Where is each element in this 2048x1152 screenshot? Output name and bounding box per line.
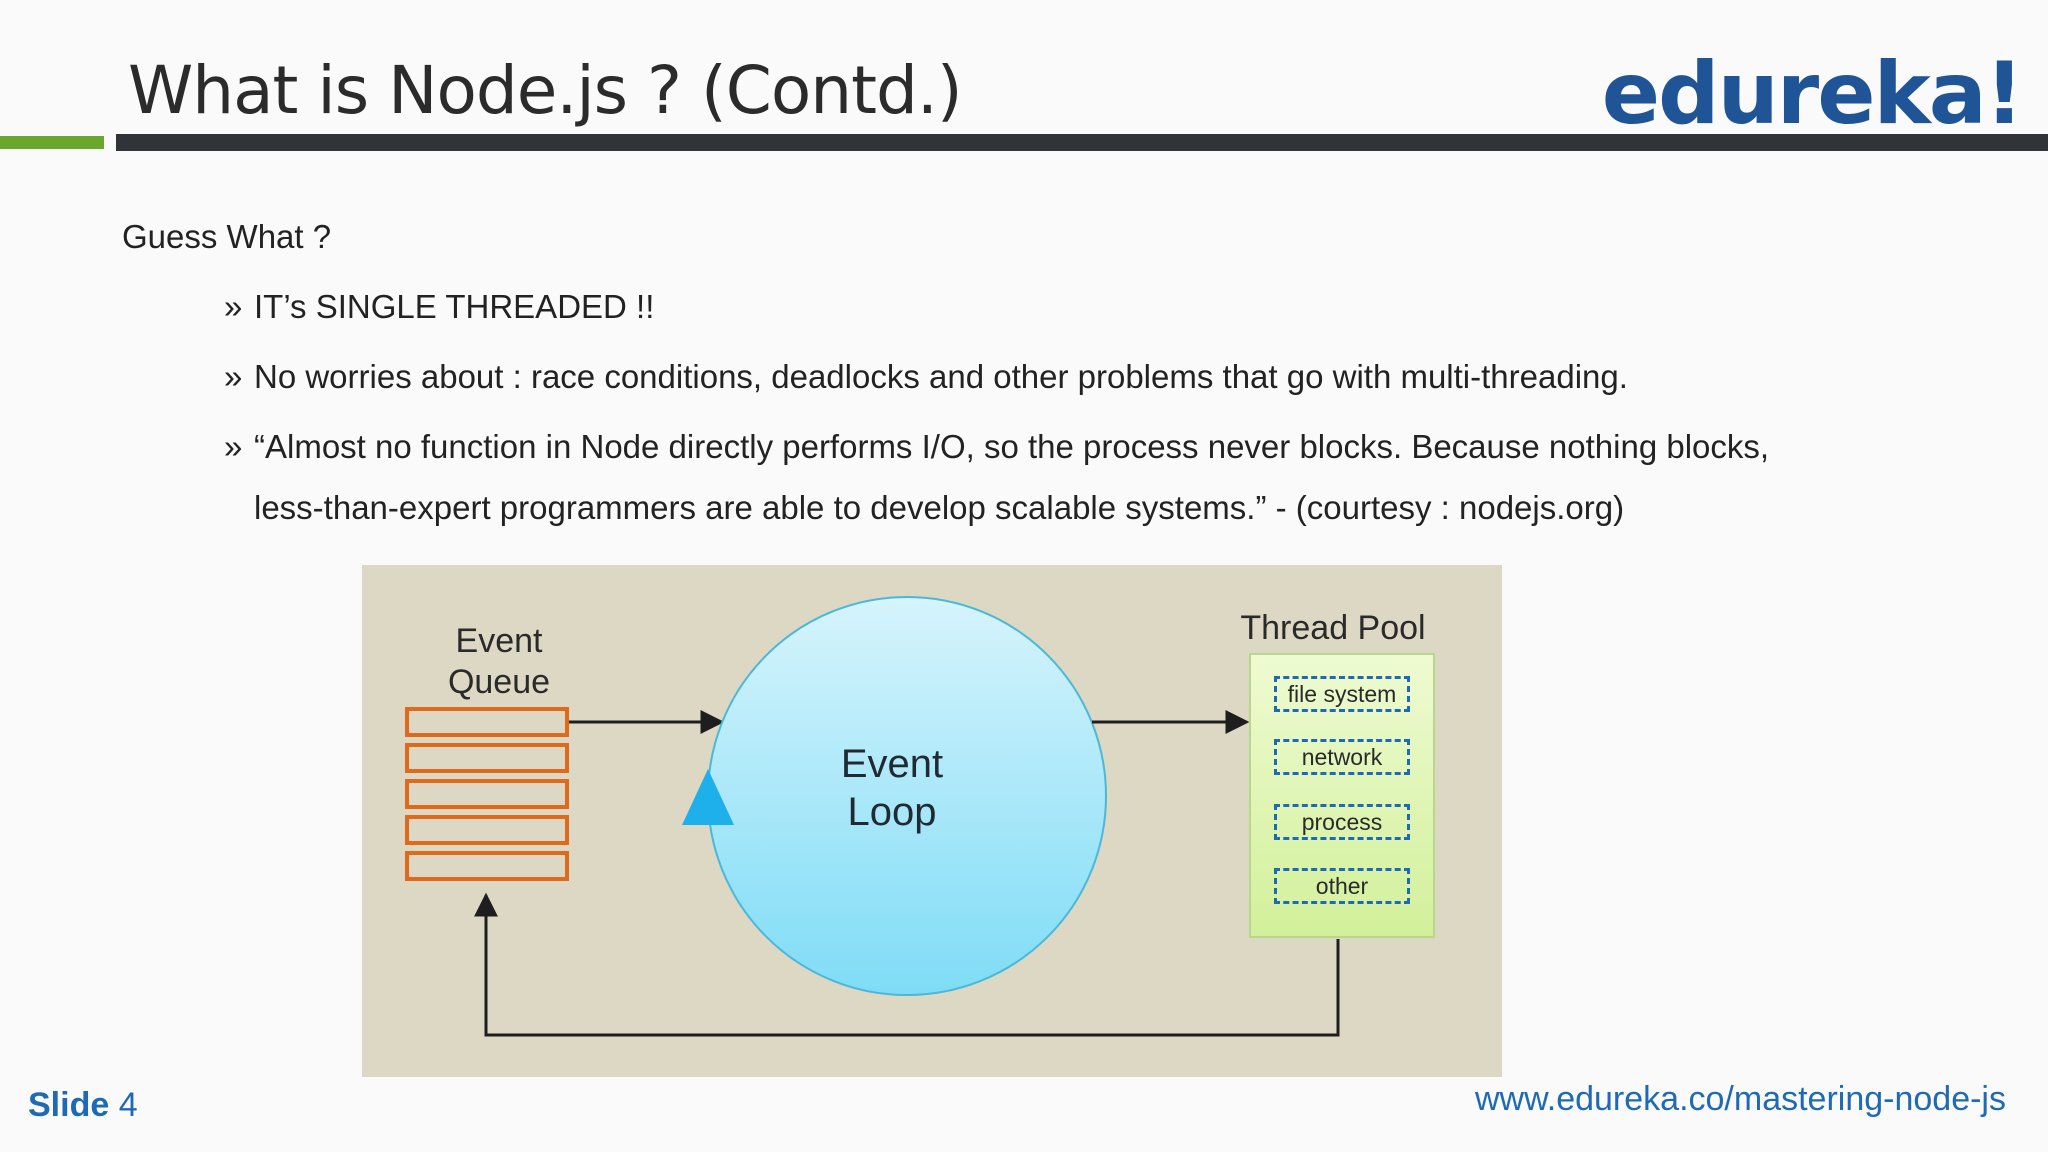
bullet-marker: »	[224, 428, 243, 465]
queue-slot	[405, 707, 569, 737]
bullet-continuation: less-than-expert programmers are able to…	[254, 489, 1625, 526]
slide-number-value: 4	[118, 1086, 138, 1124]
bullet-item: » “Almost no function in Node directly pe…	[224, 428, 1769, 466]
event-loop-label-line: Loop	[847, 790, 937, 834]
bullet-text: IT’s SINGLE THREADED !!	[254, 288, 655, 325]
queue-slot	[405, 815, 569, 845]
edureka-logo: edureka!	[1601, 44, 2024, 144]
event-queue-label: Event Queue	[404, 621, 594, 703]
bullet-text: “Almost no function in Node directly per…	[254, 428, 1770, 465]
pool-item-process: process	[1274, 804, 1410, 840]
pool-item-network: network	[1274, 739, 1410, 775]
bullet-item: » No worries about : race conditions, dea…	[224, 358, 1628, 396]
loop-direction-icon	[682, 769, 734, 825]
intro-text: Guess What ?	[122, 218, 332, 255]
bullet-text: No worries about : race conditions, dead…	[254, 358, 1628, 395]
slide-number: Slide 4	[28, 1086, 138, 1125]
thread-pool-box	[1249, 653, 1435, 938]
event-loop-label: Event Loop	[742, 740, 1042, 836]
slide-title: What is Node.js ? (Contd.)	[128, 52, 963, 129]
queue-slot	[405, 779, 569, 809]
event-queue-slots	[405, 707, 569, 881]
pool-item-other: other	[1274, 868, 1410, 904]
diagram-graphics	[405, 596, 1435, 1037]
event-loop-diagram: Event Queue Event Loop Thread Pool file …	[362, 565, 1502, 1077]
queue-slot	[405, 851, 569, 881]
queue-slot	[405, 743, 569, 773]
slide-word: Slide	[28, 1086, 110, 1124]
bullet-item: » IT’s SINGLE THREADED !!	[224, 288, 654, 326]
bullet-marker: »	[224, 288, 243, 325]
event-loop-label-line: Event	[840, 742, 944, 786]
pool-to-queue-arrow	[474, 892, 1340, 1037]
thread-pool-label: Thread Pool	[1240, 609, 1426, 647]
event-queue-label-line: Queue	[447, 663, 551, 701]
title-accent-bar	[0, 136, 104, 149]
footer-url-link[interactable]: www.edureka.co/mastering-node-js	[1474, 1080, 2006, 1118]
title-underline-bar	[116, 134, 2048, 151]
event-queue-label-line: Event	[455, 622, 543, 660]
pool-item-file-system: file system	[1274, 676, 1410, 712]
bullet-marker: »	[224, 358, 243, 395]
